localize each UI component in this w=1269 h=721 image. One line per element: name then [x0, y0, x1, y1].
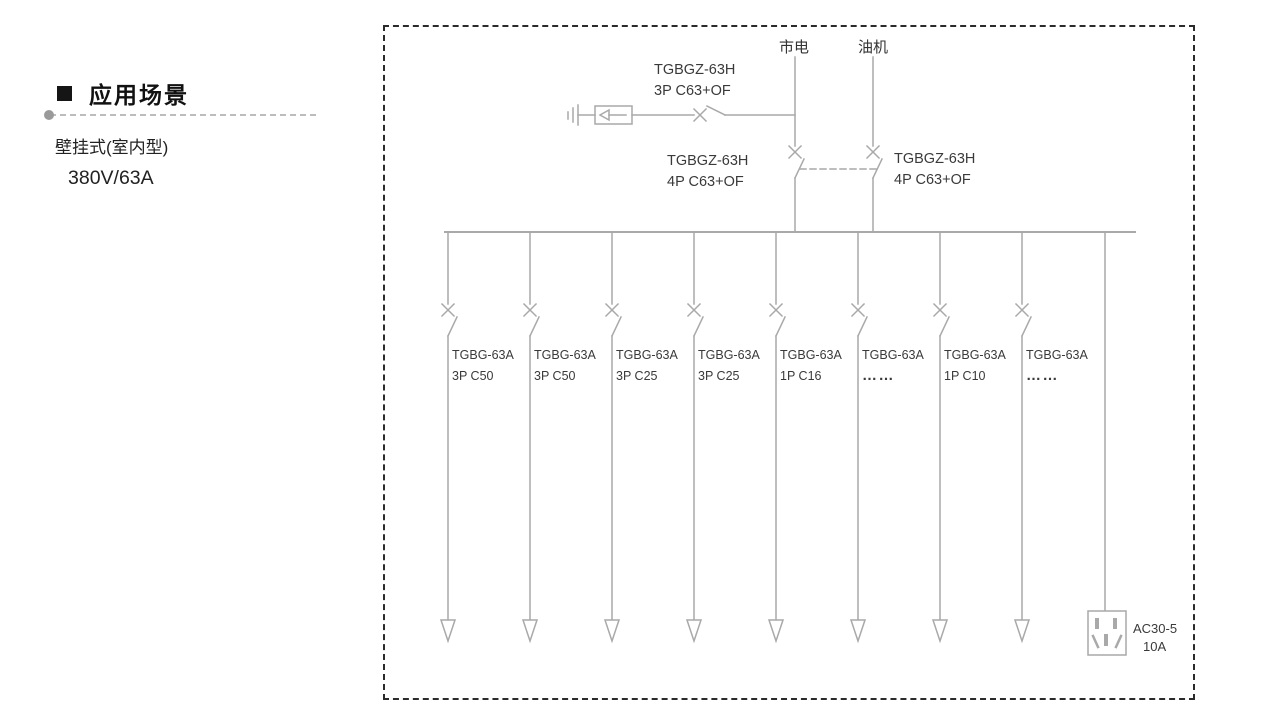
- arrow-down-icon: [685, 619, 703, 644]
- divider-dot-icon: [44, 110, 54, 120]
- feeder-line: [603, 231, 622, 644]
- feeder-model: TGBG-63A: [862, 348, 924, 362]
- feeder-model: TGBG-63A: [534, 348, 596, 362]
- spd-branch-line: [567, 104, 796, 126]
- feeder-spec: ……: [1026, 366, 1059, 384]
- incomer-left-spec: 4P C63+OF: [667, 173, 744, 190]
- feeder-label: TGBG-63A 1P C16: [780, 345, 842, 386]
- incomer-right-model: TGBGZ-63H: [894, 151, 976, 167]
- feeder-label: TGBG-63A 3P C50: [452, 345, 514, 386]
- feeder-spec: 3P C25: [616, 368, 658, 383]
- mains-label: 市电: [779, 39, 810, 56]
- arrow-down-icon: [767, 619, 785, 644]
- mount-type-label: 壁挂式(室内型): [55, 138, 169, 157]
- socket-icon: [1087, 610, 1127, 656]
- spd-breaker-model: TGBGZ-63H: [654, 62, 736, 78]
- feeder-spec: 1P C16: [780, 368, 822, 383]
- feeder-spec: ……: [862, 366, 895, 384]
- ground-icon: [567, 104, 579, 126]
- feeder-line: [767, 231, 786, 644]
- incomer-left-label: TGBGZ-63H 4P C63+OF: [667, 151, 748, 192]
- spd-breaker-label: TGBGZ-63H 3P C63+OF: [654, 60, 735, 101]
- arrow-down-icon: [439, 619, 457, 644]
- feeder-model: TGBG-63A: [944, 348, 1006, 362]
- spd-breaker-spec: 3P C63+OF: [654, 82, 731, 99]
- feeder-line: [931, 231, 950, 644]
- section-title-text: 应用场景: [89, 82, 189, 108]
- feeder-model: TGBG-63A: [1026, 348, 1088, 362]
- incomer-left-model: TGBGZ-63H: [667, 153, 749, 169]
- feeder-line: [685, 231, 704, 644]
- mains-incomer-line: [787, 56, 805, 233]
- arrow-down-icon: [1013, 619, 1031, 644]
- arrow-down-icon: [521, 619, 539, 644]
- feeder-spec: 1P C10: [944, 368, 986, 383]
- socket-model: AC30-5: [1133, 621, 1178, 636]
- feeder-spec: 3P C25: [698, 368, 740, 383]
- feeder-line: [1013, 231, 1032, 644]
- feeder-label: TGBG-63A ……: [862, 345, 924, 386]
- feeder-label: TGBG-63A 3P C25: [698, 345, 760, 386]
- socket-branch-line: [1087, 231, 1127, 656]
- feeder-spec: 3P C50: [534, 368, 576, 383]
- arrow-down-icon: [931, 619, 949, 644]
- generator-incomer-line: [865, 56, 883, 233]
- incomer-right-label: TGBGZ-63H 4P C63+OF: [894, 149, 975, 190]
- feeder-line: [521, 231, 540, 644]
- socket-label: AC30-5 10A: [1133, 620, 1177, 655]
- spd-box-icon: [594, 105, 633, 125]
- feeder-model: TGBG-63A: [616, 348, 678, 362]
- spd-breaker-icon: [692, 104, 727, 123]
- feeder-model: TGBG-63A: [452, 348, 514, 362]
- feeder-label: TGBG-63A 3P C25: [616, 345, 678, 386]
- incomer-right-spec: 4P C63+OF: [894, 171, 971, 188]
- generator-label: 油机: [858, 39, 889, 56]
- feeder-spec: 3P C50: [452, 368, 494, 383]
- section-title: 应用场景: [57, 76, 189, 110]
- dashed-divider: [44, 110, 316, 120]
- square-bullet-icon: [57, 85, 72, 101]
- arrow-down-icon: [603, 619, 621, 644]
- feeder-line: [849, 231, 868, 644]
- diagram-frame: [383, 25, 1195, 700]
- rating-label: 380V/63A: [68, 167, 154, 189]
- arrow-down-icon: [849, 619, 867, 644]
- feeder-line: [439, 231, 458, 644]
- feeder-label: TGBG-63A ……: [1026, 345, 1088, 386]
- socket-rating: 10A: [1143, 638, 1167, 654]
- feeder-model: TGBG-63A: [780, 348, 842, 362]
- feeder-label: TGBG-63A 3P C50: [534, 345, 596, 386]
- feeder-model: TGBG-63A: [698, 348, 760, 362]
- feeder-label: TGBG-63A 1P C10: [944, 345, 1006, 386]
